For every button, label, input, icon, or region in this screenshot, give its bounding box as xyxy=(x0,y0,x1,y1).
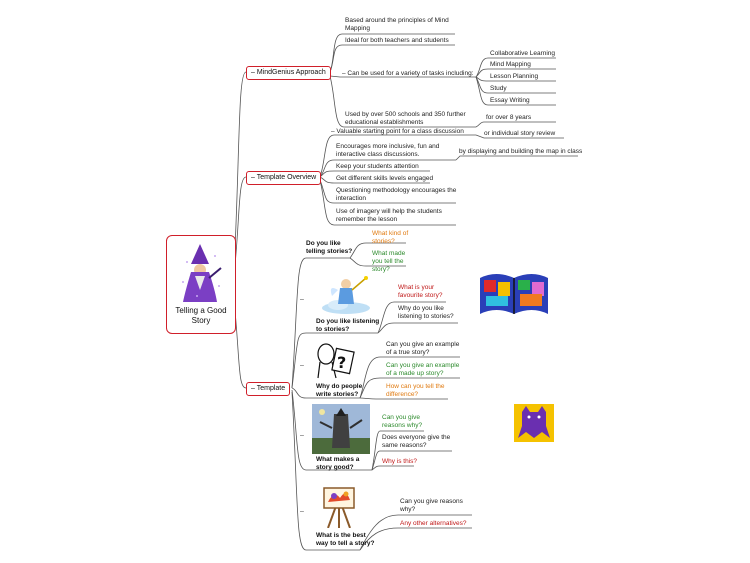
sub-question[interactable]: Does everyone give the same reasons? xyxy=(382,434,451,449)
mindgenius-item[interactable]: Used by over 500 schools and 350 further… xyxy=(345,111,466,126)
mindgenius-item[interactable]: Based around the principles of Mind Mapp… xyxy=(345,17,449,32)
displaying-item[interactable]: by displaying and building the map in cl… xyxy=(459,148,583,155)
task-item[interactable]: Essay Writing xyxy=(490,97,530,104)
sub-question[interactable]: Can you give an example of a made up sto… xyxy=(386,362,460,377)
dash-marker: – xyxy=(300,432,304,439)
sub-question[interactable]: What is your favourite story? xyxy=(398,284,443,299)
sub-question[interactable]: Can you give reasons why? xyxy=(400,498,463,513)
branch-label: Template xyxy=(256,385,286,392)
task-item[interactable]: Collaborative Learning xyxy=(490,50,556,57)
branch-mindgenius-approach[interactable]: – MindGenius Approach xyxy=(246,66,331,80)
task-item[interactable]: Study xyxy=(490,85,507,92)
dash-marker: – xyxy=(300,362,304,369)
mindgenius-item-tasks[interactable]: – Can be used for a variety of tasks inc… xyxy=(342,70,474,78)
root-label: Telling a Good Story xyxy=(175,306,227,325)
dash-marker: – xyxy=(251,174,257,181)
overview-item[interactable]: – Valuable starting point for a class di… xyxy=(331,128,464,136)
overview-item[interactable]: Get different skills levels engaged xyxy=(336,175,434,182)
easel-image xyxy=(323,487,355,528)
question-telling-stories[interactable]: Do you like telling stories? xyxy=(306,240,353,255)
task-item[interactable]: Lesson Planning xyxy=(490,73,539,80)
branch-label: MindGenius Approach xyxy=(256,69,326,76)
overview-item-label: Valuable starting point for a class disc… xyxy=(336,128,464,135)
sub-question[interactable]: Why do you like listening to stories? xyxy=(398,305,454,320)
dash-marker: – xyxy=(331,128,337,135)
thinker-question-image: ? xyxy=(317,343,355,379)
sub-question[interactable]: What made you tell the story? xyxy=(372,250,406,273)
review-item[interactable]: or individual story review xyxy=(484,130,556,137)
storybook-image xyxy=(480,274,548,314)
svg-text:?: ? xyxy=(337,353,346,372)
sub-question[interactable]: Can you give reasons why? xyxy=(382,414,423,429)
root-node[interactable]: Telling a Good Story xyxy=(166,235,236,334)
question-listening-stories[interactable]: Do you like listening to stories? xyxy=(316,318,380,333)
dash-marker: – xyxy=(300,296,304,303)
castle-wizard-image xyxy=(312,404,370,454)
task-item[interactable]: Mind Mapping xyxy=(490,61,531,68)
overview-item[interactable]: Keep your students attention xyxy=(336,163,419,170)
sub-question[interactable]: Why is this? xyxy=(382,458,418,465)
question-best-way[interactable]: What is the best way to tell a story? xyxy=(316,532,375,547)
years-item[interactable]: for over 8 years xyxy=(486,114,532,121)
overview-item[interactable]: Encourages more inclusive, fun and inter… xyxy=(336,143,440,158)
sub-question[interactable]: Can you give an example of a true story? xyxy=(386,341,460,356)
branch-template[interactable]: – Template xyxy=(246,382,291,396)
fairy-image xyxy=(322,276,370,314)
tasks-label: Can be used for a variety of tasks inclu… xyxy=(347,70,474,77)
dash-marker: – xyxy=(251,385,257,392)
sub-question[interactable]: Any other alternatives? xyxy=(400,520,467,527)
dash-marker: – xyxy=(342,70,348,77)
dash-marker: – xyxy=(251,69,257,76)
cat-image xyxy=(514,404,554,442)
question-write-stories[interactable]: Why do people write stories? xyxy=(316,383,363,398)
wizard-image xyxy=(182,244,222,302)
question-story-good[interactable]: What makes a story good? xyxy=(316,456,360,471)
sub-question[interactable]: What kind of stories? xyxy=(372,230,409,245)
branch-label: Template Overview xyxy=(256,174,317,181)
branch-template-overview[interactable]: – Template Overview xyxy=(246,171,322,185)
mindgenius-item[interactable]: Ideal for both teachers and students xyxy=(345,37,449,44)
dash-marker: – xyxy=(300,508,304,515)
sub-question[interactable]: How can you tell the difference? xyxy=(386,383,445,398)
overview-item[interactable]: Questioning methodology encourages the i… xyxy=(336,187,457,202)
overview-item[interactable]: Use of imagery will help the students re… xyxy=(336,208,442,223)
